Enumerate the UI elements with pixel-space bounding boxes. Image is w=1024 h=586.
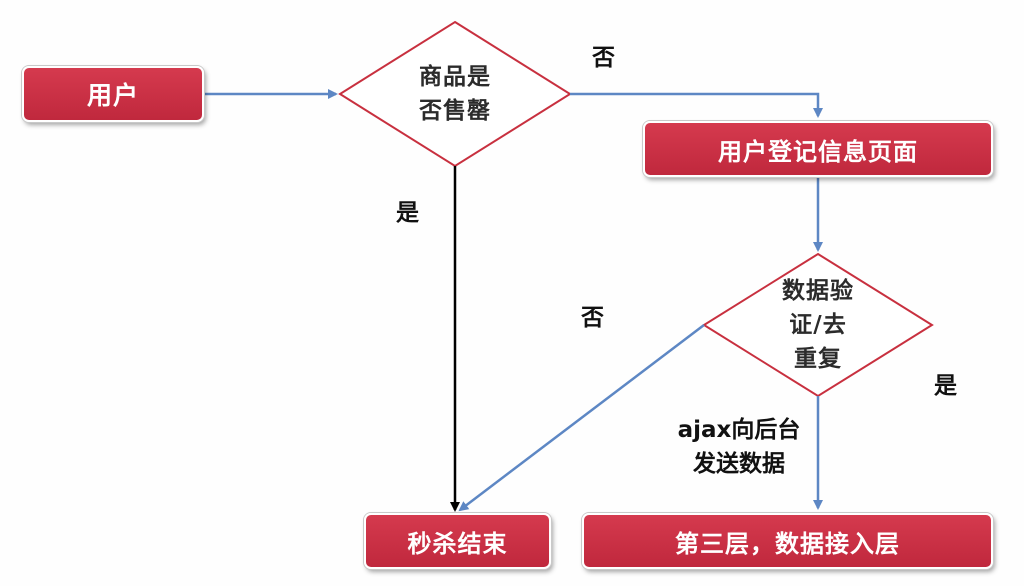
registration-page-node: 用户登记信息页面 [643, 121, 993, 177]
arrow-check-to-registration [570, 92, 823, 118]
sold-out-check-label: 商品是 否售罄 [419, 64, 491, 124]
seckill-end-node: 秒杀结束 [364, 513, 551, 569]
edge-label-validation-no: 否 [581, 305, 604, 331]
edge-label-sold-out-yes: 是 [396, 200, 419, 226]
edge-label-sold-out-no: 否 [592, 45, 615, 71]
validation-check-label: 数据验 证/去 重复 [782, 278, 854, 372]
edge-label-ajax-send: ajax向后台 发送数据 [677, 417, 801, 477]
user-node: 用户 [22, 66, 204, 122]
arrow-validation-to-end [458, 324, 705, 512]
edge-label-validation-yes: 是 [934, 373, 957, 399]
layer-three-node: 第三层，数据接入层 [582, 513, 993, 569]
